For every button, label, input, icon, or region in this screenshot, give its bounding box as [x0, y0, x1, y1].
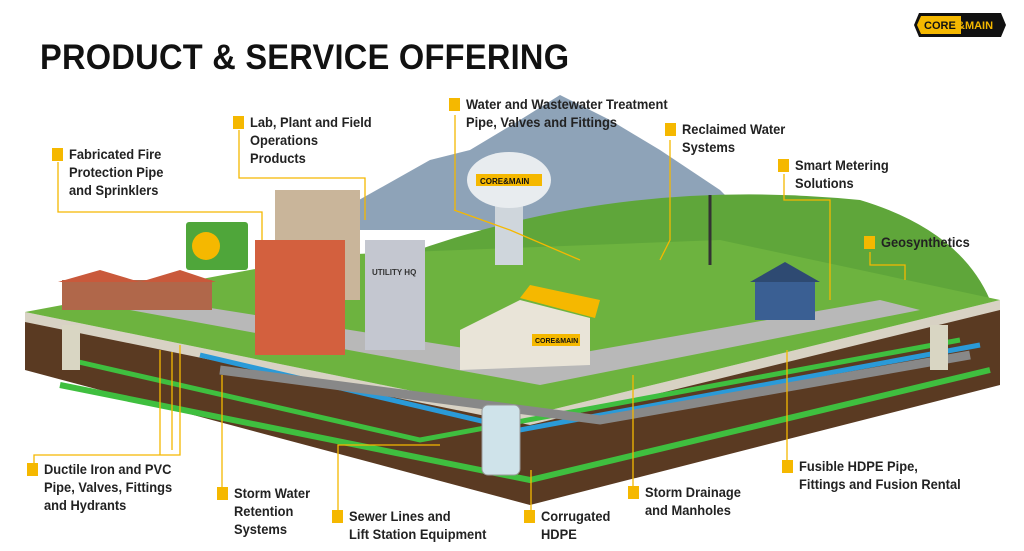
bullet-square [628, 486, 639, 499]
label-smart-metering: Smart Metering Solutions [778, 156, 897, 192]
bullet-square [782, 460, 793, 473]
warehouse-logo: CORE&MAIN [535, 338, 578, 345]
label-corrugated-hdpe: Corrugated HDPE [524, 507, 616, 543]
label-geosynthetics: Geosynthetics [864, 233, 977, 251]
manhole-right [930, 325, 948, 370]
bullet-square [449, 98, 460, 111]
label-fusible-hdpe: Fusible HDPE Pipe, Fittings and Fusion R… [782, 457, 975, 493]
houses-left [62, 280, 212, 310]
green-pipe [59, 367, 991, 484]
label-storm-drainage: Storm Drainage and Manholes [628, 483, 749, 519]
green-pipe-2 [69, 337, 961, 443]
label-lab-plant: Lab, Plant and Field Operations Products [233, 113, 382, 167]
label-ductile-iron: Ductile Iron and PVC Pipe, Valves, Fitti… [27, 460, 183, 514]
page-title: PRODUCT & SERVICE OFFERING [40, 38, 570, 77]
bullet-square [524, 510, 535, 523]
core-and-main-logo: CORE &MAIN [914, 13, 1006, 37]
bullet-square [332, 510, 343, 523]
bullet-square [52, 148, 63, 161]
bullet-square [217, 487, 228, 500]
tower-logo: CORE&MAIN [480, 177, 530, 186]
label-reclaimed-water: Reclaimed Water Systems [665, 120, 794, 156]
label-storm-water: Storm Water Retention Systems [217, 484, 317, 538]
utility-hq-sign: UTILITY HQ [372, 268, 416, 277]
gray-pipe [219, 350, 971, 425]
bullet-square [665, 123, 676, 136]
svg-text:CORE: CORE [924, 20, 956, 32]
bullet-square [233, 116, 244, 129]
warehouse [460, 300, 590, 370]
bullet-square [864, 236, 875, 249]
red-building [255, 240, 345, 355]
bullet-square [778, 159, 789, 172]
utility-hq [365, 240, 425, 350]
label-sewer-lines: Sewer Lines and Lift Station Equipment [332, 507, 498, 543]
bullet-square [27, 463, 38, 476]
leader-lines [33, 115, 906, 513]
lift-station [481, 404, 521, 476]
blue-house [755, 280, 815, 320]
label-fire-protection: Fabricated Fire Protection Pipe and Spri… [52, 145, 172, 199]
mountains [350, 95, 760, 230]
label-water-treatment: Water and Wastewater Treatment Pipe, Val… [449, 95, 685, 131]
svg-text:&MAIN: &MAIN [957, 20, 993, 32]
manhole-left [62, 325, 80, 370]
